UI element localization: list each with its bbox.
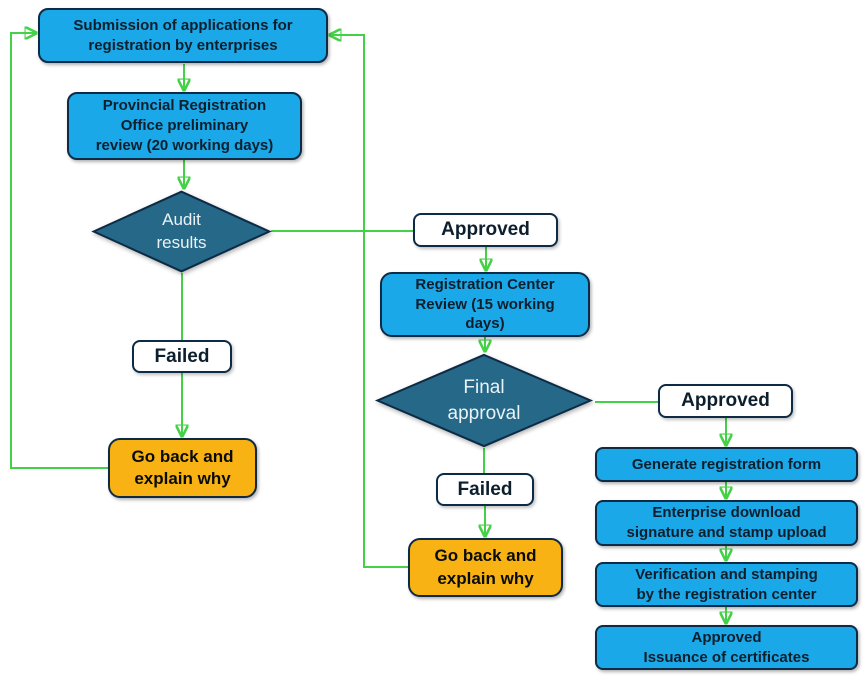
label-failed-1-text: Failed (154, 345, 210, 367)
decision-audit-results: Audit results (90, 190, 273, 273)
alert-go-back-1: Go back and explain why (108, 438, 257, 498)
label-approved-2: Approved (658, 384, 793, 418)
label-failed-1: Failed (132, 340, 232, 373)
process-issuance-certificates: Approved Issuance of certificates (595, 625, 858, 670)
label-approved-2-text: Approved (681, 390, 770, 412)
edge-goback-submission-loop (10, 33, 108, 469)
decision-audit-results-label: Audit results (156, 210, 207, 252)
process-registration-center-review: Registration Center Review (15 working d… (380, 272, 590, 337)
label-failed-2-text: Failed (457, 478, 513, 500)
process-enterprise-download-label: Enterprise download signature and stamp … (626, 504, 827, 541)
label-approved-1-text: Approved (441, 219, 530, 241)
diamond-shape (90, 190, 273, 273)
process-submission: Submission of applications for registrat… (38, 8, 328, 63)
decision-final-approval-label: Final approval (447, 377, 521, 424)
alert-go-back-2: Go back and explain why (408, 538, 563, 597)
process-issuance-certificates-label: Approved Issuance of certificates (643, 628, 810, 666)
process-provincial-review-label: Provincial Registration Office prelimina… (95, 97, 274, 154)
label-approved-1: Approved (413, 213, 558, 247)
process-generate-form-label: Generate registration form (631, 455, 822, 473)
diamond-shape (373, 353, 595, 448)
process-enterprise-download: Enterprise download signature and stamp … (595, 500, 858, 546)
edge-goback2-submission-loop (330, 35, 408, 568)
alert-go-back-1-label: Go back and explain why (131, 446, 234, 488)
label-failed-2: Failed (436, 473, 534, 506)
process-provincial-review: Provincial Registration Office prelimina… (67, 92, 302, 160)
alert-go-back-2-label: Go back and explain why (434, 546, 537, 588)
process-verification-stamping-label: Verification and stamping by the registr… (635, 565, 818, 603)
process-registration-center-review-label: Registration Center Review (15 working d… (415, 275, 555, 333)
decision-final-approval: Final approval (373, 353, 595, 448)
process-generate-form: Generate registration form (595, 447, 858, 482)
process-submission-label: Submission of applications for registrat… (73, 16, 293, 54)
process-verification-stamping: Verification and stamping by the registr… (595, 562, 858, 607)
